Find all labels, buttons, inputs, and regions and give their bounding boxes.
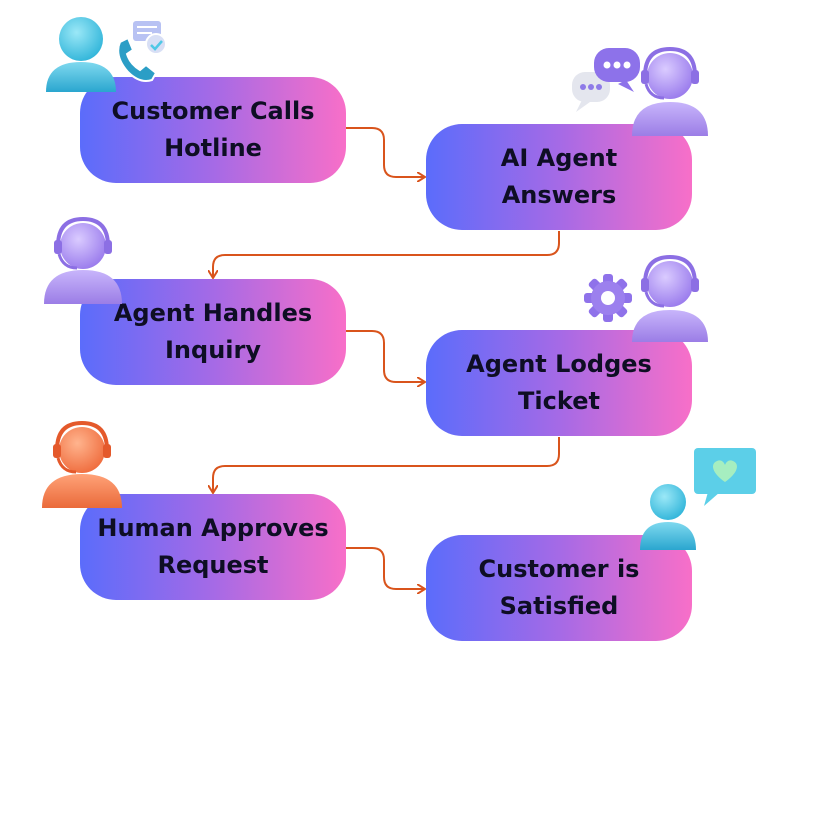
step-customer-calls-hotline: Customer Calls Hotline bbox=[80, 77, 346, 183]
step-label: Customer Calls Hotline bbox=[111, 97, 315, 162]
step-label: Agent Handles Inquiry bbox=[113, 299, 313, 364]
human-agent-icon bbox=[42, 420, 122, 508]
step-label: AI Agent Answers bbox=[500, 144, 618, 209]
step-label: Agent Lodges Ticket bbox=[466, 350, 652, 415]
step-customer-is-satisfied: Customer is Satisfied bbox=[426, 535, 692, 641]
customer-phone-icon bbox=[46, 17, 167, 92]
step-human-approves-request: Human Approves Request bbox=[80, 494, 346, 600]
customer-heart-icon bbox=[640, 448, 756, 550]
connector-1-2 bbox=[346, 127, 424, 177]
step-agent-lodges-ticket: Agent Lodges Ticket bbox=[426, 330, 692, 436]
connector-4-5 bbox=[213, 437, 560, 492]
step-label: Customer is Satisfied bbox=[478, 555, 640, 620]
agent-headset-icon bbox=[44, 216, 122, 304]
connector-2-3 bbox=[213, 231, 560, 277]
step-label: Human Approves Request bbox=[97, 514, 329, 579]
step-ai-agent-answers: AI Agent Answers bbox=[426, 124, 692, 230]
connector-3-4 bbox=[346, 330, 424, 382]
ai-agent-chat-icon bbox=[572, 46, 708, 136]
agent-gear-icon bbox=[584, 254, 708, 342]
step-agent-handles-inquiry: Agent Handles Inquiry bbox=[80, 279, 346, 385]
connector-5-6 bbox=[346, 547, 424, 589]
